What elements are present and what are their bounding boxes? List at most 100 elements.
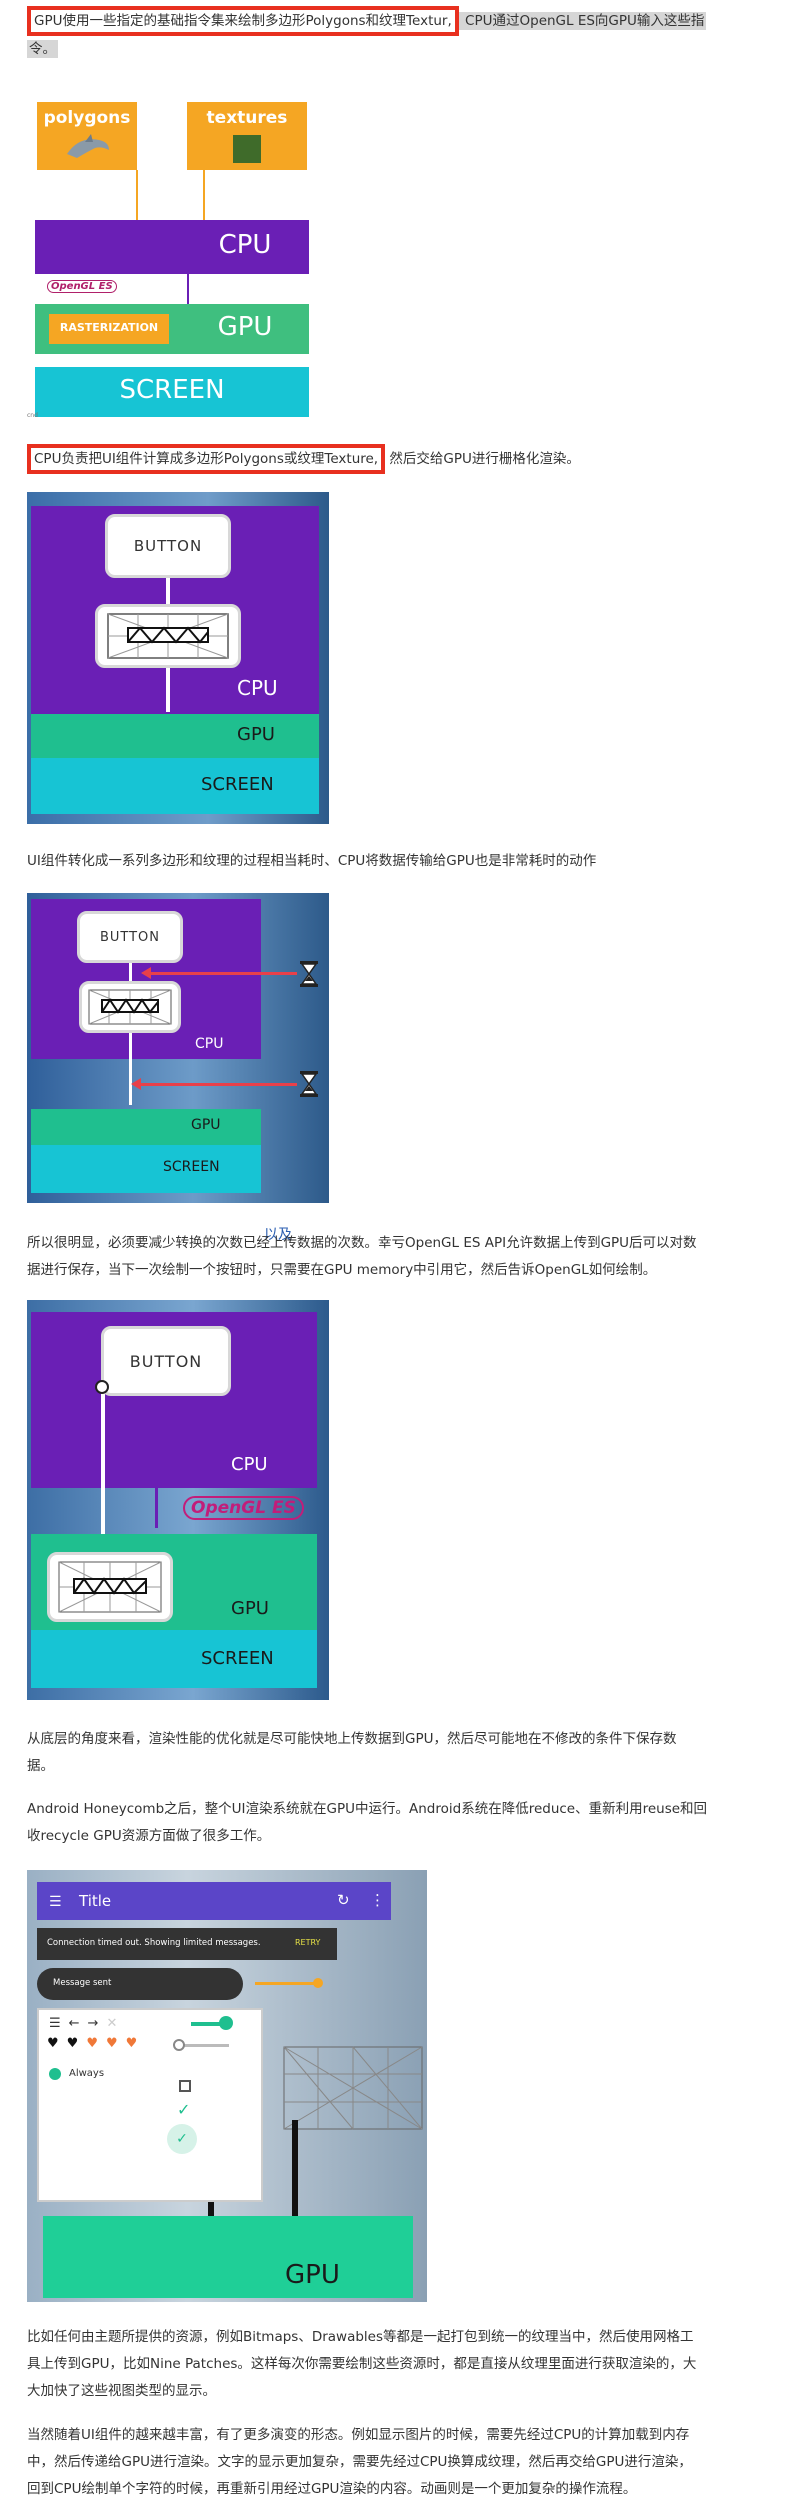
snackbar: Connection timed out. Showing limited me…: [37, 1928, 337, 1960]
paragraph-4: 所以很明显，必须要减少转换的次数已经上传数据的次数。幸亏OpenGL ES AP…: [27, 1230, 769, 1284]
more-vert-icon: ⋮: [370, 1891, 385, 1909]
screen-panel: SCREEN: [31, 1630, 317, 1688]
screen-label: SCREEN: [119, 375, 225, 405]
slider-track: [255, 1982, 319, 1985]
paragraph-5: 从底层的角度来看，渲染性能的优化就是尽可能快地上传数据到GPU，然后尽可能地在不…: [27, 1726, 769, 1780]
red-arrow-lower: [137, 1083, 297, 1086]
paragraph-8-line-2: 中，然后传递给GPU进行渲染。文字的显示更加复杂，需要先经过CPU换算成纹理，然…: [27, 2454, 692, 2470]
red-arrow-lower-head: [131, 1078, 141, 1090]
polygons-label: polygons: [43, 108, 131, 128]
link-node-top: [95, 1380, 109, 1394]
gpu-panel: GPU: [31, 714, 319, 758]
paragraph-4-line-2: 据进行保存，当下一次绘制一个按钮时，只需要在GPU memory中引用它，然后告…: [27, 1262, 657, 1278]
arrow-mesh-gpu: [129, 1033, 132, 1105]
cpu-label: CPU: [231, 1454, 268, 1475]
hourglass-icon: [300, 1071, 318, 1097]
gpu-box: RASTERIZATION GPU: [35, 304, 309, 354]
paragraph-7-line-1: 比如任何由主题所提供的资源，例如Bitmaps、Drawables等都是一起打包…: [27, 2329, 694, 2345]
check-icon: ✓: [177, 2100, 191, 2119]
arrow-button-mesh: [166, 578, 170, 606]
small-slider: [179, 2044, 229, 2047]
mesh-box: [47, 1552, 173, 1622]
paragraph-7-line-2: 具上传到GPU，比如Nine Patches。这样每次你需要绘制这些资源时，都是…: [27, 2356, 697, 2372]
paragraph-2-rest: 然后交给GPU进行栅格化渲染。: [385, 451, 580, 467]
figure-credit: cnd: [27, 412, 38, 419]
paragraph-7-line-3: 大加快了这些视图类型的显示。: [27, 2383, 216, 2399]
toggle-switch: [191, 2022, 225, 2026]
paragraph-8: 当然随着UI组件的越来越丰富，有了更多演变的形态。例如显示图片的时候，需要先经过…: [27, 2422, 769, 2503]
widgets-card: ☰←→✕ ♥♥♥♥♥ Always ✓ ✓: [37, 2008, 263, 2202]
arrow-mesh-gpu: [166, 668, 170, 712]
screen-panel: SCREEN: [31, 1145, 261, 1193]
texture-swatch-icon: [233, 135, 261, 163]
rasterization-label: RASTERIZATION: [59, 321, 159, 334]
textures-label: textures: [206, 108, 288, 128]
gpu-label: GPU: [217, 312, 273, 342]
button-box: BUTTON: [105, 514, 231, 578]
paragraph-6-line-2: 收recycle GPU资源方面做了很多工作。: [27, 1828, 271, 1844]
menu-icon: ☰: [49, 1894, 62, 1910]
paragraph-7: 比如任何由主题所提供的资源，例如Bitmaps、Drawables等都是一起打包…: [27, 2324, 769, 2405]
paragraph-5-line-2: 据。: [27, 1758, 54, 1774]
figure-android-ui-gpu: ☰ Title ↻ ⋮ Connection timed out. Showin…: [27, 1870, 427, 2302]
opengl-logo: OpenGL ES: [183, 1496, 304, 1520]
cpu-box: CPU: [35, 220, 309, 274]
highlighted-text-1: GPU使用一些指定的基础指令集来绘制多边形Polygons和纹理Textur,: [27, 6, 459, 36]
app-bar-title: Title: [79, 1892, 112, 1910]
screen-box: SCREEN: [35, 367, 309, 417]
polygons-box: polygons: [37, 102, 137, 170]
paragraph-2: CPU负责把UI组件计算成多边形Polygons或纹理Texture, 然后交给…: [27, 444, 769, 474]
checkbox-empty: [179, 2080, 191, 2092]
figure-gpu-pipeline: polygons textures CPU OpenGL ES RASTERIZ…: [27, 82, 330, 424]
heart-icons-row: ♥♥♥♥♥: [47, 2036, 146, 2051]
arrow-textures-cpu: [203, 170, 205, 222]
paragraph-3: UI组件转化成一系列多边形和纹理的过程相当耗时、CPU将数据传输给GPU也是非常…: [27, 853, 597, 869]
paragraph-1: GPU使用一些指定的基础指令集来绘制多边形Polygons和纹理Textur, …: [27, 6, 769, 63]
radio-selected: [49, 2068, 61, 2080]
retry-action: RETRY: [295, 1938, 321, 1947]
hourglass-icon: [300, 961, 318, 987]
paragraph-4-line-1: 所以很明显，必须要减少转换的次数已经上传数据的次数。幸亏OpenGL ES AP…: [27, 1235, 697, 1251]
widget-icons-row-1: ☰←→✕: [49, 2016, 126, 2031]
gpu-panel: GPU: [31, 1109, 261, 1145]
screen-label: SCREEN: [201, 774, 274, 795]
red-arrow-upper-head: [141, 967, 151, 979]
figure-button-to-screen: BUTTON CPU GPU SCREEN: [27, 492, 329, 824]
arrow-cpu-gpu: [155, 1488, 158, 1528]
paragraph-6: Android Honeycomb之后，整个UI渲染系统就在GPU中运行。And…: [27, 1796, 769, 1850]
screen-label: SCREEN: [163, 1159, 220, 1175]
gpu-label: GPU: [237, 724, 275, 745]
app-bar: ☰ Title ↻ ⋮: [37, 1882, 391, 1920]
mesh-icon: [88, 989, 172, 1025]
figure-gpu-memory: BUTTON CPU OpenGL ES GPU SCREEN: [27, 1300, 329, 1700]
snackbar-text: Connection timed out. Showing limited me…: [47, 1938, 261, 1948]
vertical-link: [101, 1386, 105, 1608]
opengl-logo: OpenGL ES: [47, 280, 117, 293]
cpu-label: CPU: [218, 230, 272, 260]
paragraph-8-line-1: 当然随着UI组件的越来越丰富，有了更多演变的形态。例如显示图片的时候，需要先经过…: [27, 2427, 690, 2443]
message-chip: Message sent: [37, 1968, 243, 2000]
toggle-knob: [219, 2016, 233, 2030]
mesh-box: [95, 604, 241, 668]
mesh-icon: [107, 613, 229, 659]
rasterization-box: RASTERIZATION: [49, 314, 169, 344]
grey-highlight-text-1b: 令。: [27, 40, 58, 58]
small-slider-thumb: [173, 2039, 185, 2051]
red-arrow-upper: [147, 972, 297, 975]
button-box: BUTTON: [101, 1326, 231, 1396]
mesh-grid-icon: [283, 2046, 423, 2130]
mesh-icon: [58, 1561, 162, 1613]
gpu-label: GPU: [285, 2260, 340, 2290]
mesh-box: [79, 981, 181, 1033]
cpu-label: CPU: [237, 676, 278, 700]
dolphin-icon: [67, 134, 109, 158]
textures-box: textures: [187, 102, 307, 170]
screen-panel: SCREEN: [31, 758, 319, 814]
gpu-panel: GPU: [43, 2216, 413, 2298]
gpu-label: GPU: [231, 1598, 269, 1619]
grey-highlight-text-1a: CPU通过OpenGL ES向GPU输入这些指: [458, 12, 707, 30]
gpu-label: GPU: [191, 1117, 221, 1133]
message-text: Message sent: [53, 1978, 112, 1988]
always-label: Always: [69, 2068, 105, 2079]
floating-text: 以及: [264, 1227, 292, 1243]
